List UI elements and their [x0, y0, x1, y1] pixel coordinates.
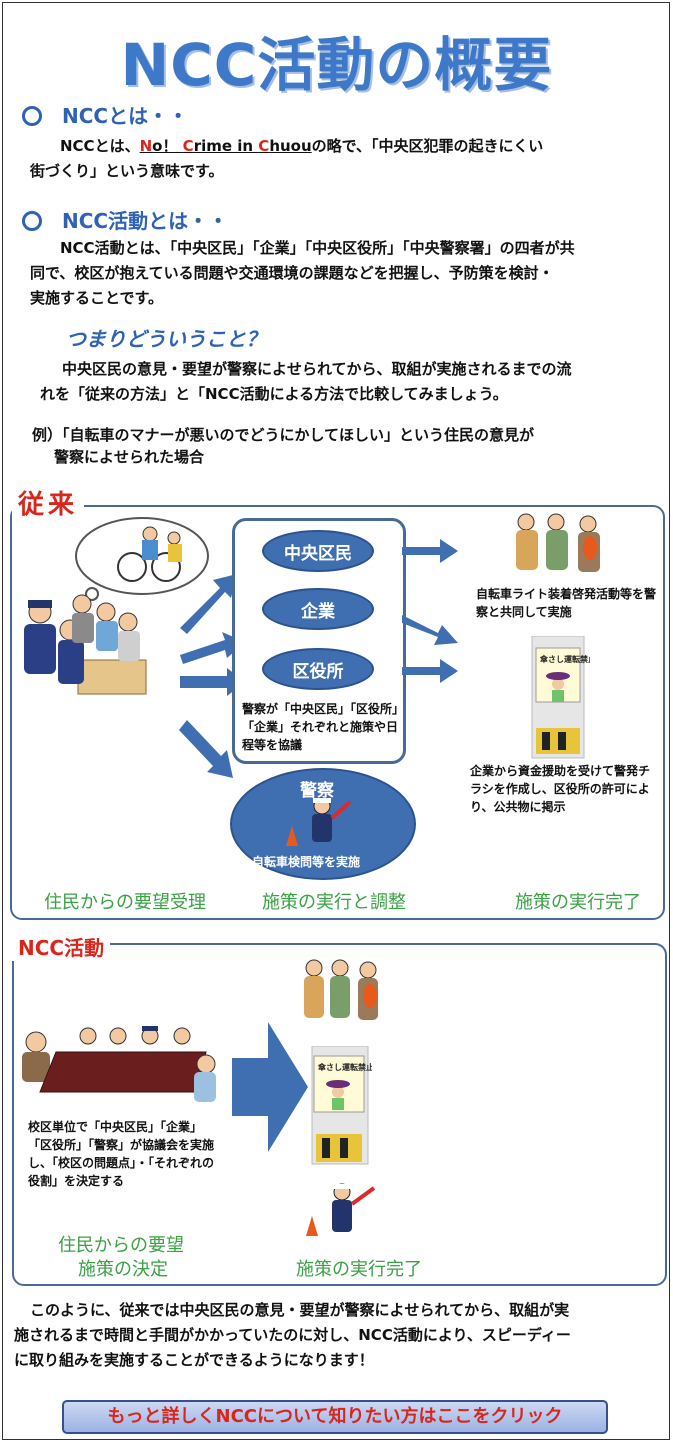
circle-bullet-icon	[22, 211, 42, 231]
definition-prefix: NCCとは、	[60, 137, 140, 155]
abbr-word-crime: rime in	[193, 137, 259, 155]
big-right-arrow-icon	[232, 1022, 308, 1152]
oval-ward-office: 区役所	[262, 648, 374, 690]
comparison-line2: れを「従来の方法」と「NCC活動による方法で比較してみましょう。	[40, 385, 508, 403]
oval-companies: 企業	[262, 588, 374, 630]
stage-label-3: 施策の実行完了	[515, 892, 641, 913]
example-text: 例）「自転車のマナーが悪いのでどうにかしてほしい」という住民の意見が 警察によせ…	[32, 424, 662, 468]
council-meeting-illustration	[22, 1026, 216, 1102]
activity-line3: 実施することです。	[30, 289, 164, 307]
flow-arrows-left	[179, 574, 245, 778]
ncc-stage-label-2: 施策の実行完了	[296, 1259, 422, 1280]
result-note-1: 自転車ライト装着啓発活動等を警察と共同して実施	[476, 587, 657, 619]
section-heading-ncc-activity: NCC活動とは・・	[22, 205, 228, 234]
police-oval	[230, 768, 416, 880]
ncc-volunteers-illustration	[304, 959, 378, 1020]
police-label: 警察	[300, 781, 334, 801]
stage-label-2: 施策の実行と調整	[262, 892, 406, 913]
activity-line1: NCC活動とは、「中央区民」「企業」「中央区役所」「中央警察署」の四者が共	[60, 239, 575, 257]
ncc-activity-description: NCC活動とは、「中央区民」「企業」「中央区役所」「中央警察署」の四者が共 同で…	[30, 236, 666, 311]
oval-residents: 中央区民	[262, 530, 374, 572]
ncc-sign-pole-illustration: 傘さし運転禁止！！	[311, 1046, 372, 1165]
sign-pole-illustration: 傘さし運転禁止！！	[531, 636, 590, 759]
ncc-note: 校区単位で「中央区民」「企業」「区役所」「警察」が協議会を実施し、「校区の問題点…	[28, 1120, 215, 1188]
example-line1: 例）「自転車のマナーが悪いのでどうにかしてほしい」という住民の意見が	[32, 426, 535, 444]
result-note-2: 企業から資金援助を受けて警発チラシを作成し、区役所の許可により、公共物に掲示	[470, 764, 651, 814]
abbr-word-chuou: huou	[269, 137, 312, 155]
section-heading-ncc: NCCとは・・	[22, 100, 188, 129]
volunteers-illustration	[516, 513, 600, 572]
more-info-link[interactable]: もっと詳しくNCCについて知りたい方はここをクリック	[62, 1400, 608, 1434]
ncc-sign-text: 傘さし運転禁止！！	[318, 1062, 372, 1072]
abbr-letter-c: C	[182, 137, 194, 155]
abbr-word-no: o！	[152, 137, 183, 155]
heading-text: NCC活動とは・・	[62, 209, 229, 233]
definition-suffix: の略で、「中央区犯罪の起きにくい	[311, 137, 544, 155]
conventional-title: 従来	[12, 484, 85, 521]
so-what-heading: つまりどういうこと？	[66, 327, 266, 351]
heading-text: NCCとは・・	[62, 104, 189, 128]
thought-bubble-illustration	[75, 517, 209, 607]
page-title: NCC活動の概要	[120, 31, 553, 99]
ncc-abbreviation: No！ Crime in Chuou	[140, 137, 312, 155]
definition-line2: 街づくり」という意味です。	[30, 162, 224, 180]
panel-note: 警察が「中央区民」「区役所」「企業」それぞれと施策や日程等を協議	[242, 702, 399, 752]
residents-and-police-illustration	[24, 594, 147, 695]
sign-text: 傘さし運転禁止！！	[540, 654, 590, 664]
comparison-intro: 中央区民の意見・要望が警察によせられてから、取組が実施されるまでの流 れを「従来…	[40, 357, 668, 407]
conclusion-text: このように、従来では中央区民の意見・要望が警察によせられてから、取組が実 施され…	[14, 1298, 664, 1373]
conclusion-line3: に取り組みを実施することができるようになります！	[14, 1351, 374, 1369]
activity-line2: 同で、校区が抱えている問題や交通環境の課題などを把握し、予防策を検討・	[30, 264, 554, 282]
circle-bullet-icon	[22, 106, 42, 126]
abbr-letter-n: N	[139, 137, 153, 155]
abbr-letter-c2: C	[258, 137, 270, 155]
example-line2: 警察によせられた場合	[54, 448, 205, 466]
ncc-police-officer-illustration	[306, 1183, 376, 1236]
conclusion-line1: このように、従来では中央区民の意見・要望が警察によせられてから、取組が実	[30, 1301, 570, 1319]
ncc-definition: NCCとは、No！ Crime in Chuouの略で、「中央区犯罪の起きにくい…	[30, 134, 660, 184]
flow-arrows-right	[402, 539, 458, 683]
stakeholder-panel	[232, 518, 406, 764]
conclusion-line2: 施されるまで時間と手間がかかっていたのに対し、NCC活動により、スピーディー	[14, 1326, 571, 1344]
ncc-title: NCC活動	[12, 932, 111, 961]
stage-label-1: 住民からの要望受理	[44, 892, 206, 913]
police-note: 自転車検問等を実施	[252, 855, 361, 869]
comparison-line1: 中央区民の意見・要望が警察によせられてから、取組が実施されるまでの流	[62, 360, 572, 378]
ncc-stage-label-1b: 施策の決定	[78, 1259, 168, 1280]
ncc-stage-label-1a: 住民からの要望	[58, 1235, 184, 1256]
police-officer-illustration	[286, 797, 352, 846]
